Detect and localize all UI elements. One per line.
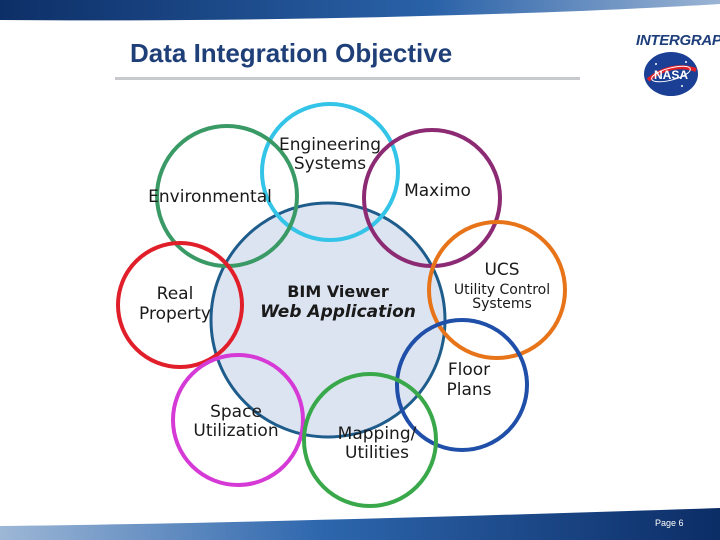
header-swoosh bbox=[0, 0, 720, 21]
floor-plans-label-line1: Floor bbox=[447, 360, 491, 380]
page-number: Page 6 bbox=[655, 518, 684, 528]
slide-title: Data Integration Objective bbox=[130, 38, 453, 68]
space-utilization-label-line1: Space bbox=[210, 402, 262, 422]
title-divider bbox=[115, 77, 580, 80]
environmental-label: Environmental bbox=[148, 187, 272, 207]
real-property-circle bbox=[116, 241, 244, 369]
center-circle bbox=[209, 201, 447, 439]
space-utilization-label-line2: Utilization bbox=[193, 421, 279, 441]
ucs-label-line3: Systems bbox=[472, 296, 532, 312]
center-label-line1: BIM Viewer bbox=[287, 282, 389, 301]
mapping-utilities-label-line2: Utilities bbox=[345, 443, 409, 463]
ucs-label-line2: Utility Control bbox=[453, 282, 551, 298]
center-label-line2: Web Application bbox=[260, 302, 416, 322]
mapping-utilities-circle bbox=[302, 372, 438, 508]
engineering-label-line2: Systems bbox=[293, 154, 367, 174]
floor-plans-label-line2: Plans bbox=[446, 380, 492, 400]
ucs-circle bbox=[427, 220, 567, 360]
nasa-logo: NASA bbox=[644, 52, 698, 96]
svg-text:NASA: NASA bbox=[654, 68, 688, 82]
maximo-label: Maximo bbox=[404, 181, 471, 201]
real-property-label-line2: Property bbox=[139, 304, 211, 324]
ucs-label-line1: UCS bbox=[484, 260, 520, 280]
space-utilization-circle bbox=[171, 353, 305, 487]
real-property-label-line1: Real bbox=[156, 284, 194, 304]
footer-swoosh bbox=[0, 508, 720, 540]
mapping-utilities-label-line1: Mapping/ bbox=[337, 424, 417, 444]
engineering-label-line1: Engineering bbox=[279, 135, 381, 155]
intergraph-logo: INTERGRAPH bbox=[636, 32, 720, 49]
floor-plans-circle bbox=[395, 318, 529, 452]
engineering-systems-circle bbox=[260, 102, 400, 242]
